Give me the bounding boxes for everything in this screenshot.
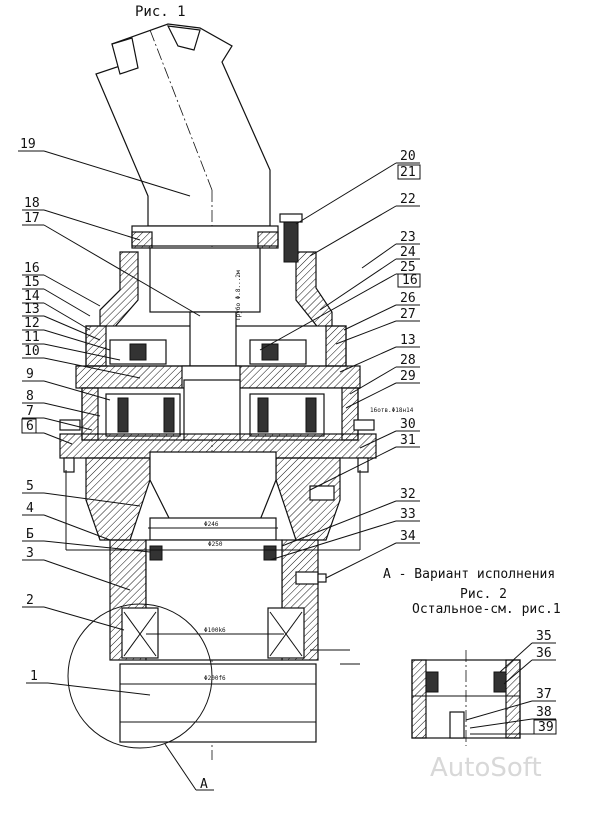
callout-11: 11 [24,330,40,345]
dimension-lines: Трубо Φ.8...2м Φ246 Φ250 Φ100k6 Φ200f6 1… [65,270,414,682]
shaft-dim: Трубо Φ.8...2м [235,270,242,321]
detail-circle [67,603,213,749]
dim-250: Φ250 [208,541,223,548]
callout-20: 20 [400,149,416,164]
detail-letter: А [200,777,208,792]
callout-14: 14 [24,289,40,304]
output-housing [109,539,327,661]
lower-housing [85,451,341,541]
callout-28: 28 [400,353,416,368]
callout-13r: 13 [400,333,416,348]
callout-35: 35 [536,629,552,644]
callouts-left: 19 18 17 16 15 14 13 12 11 10 9 8 7 6 5 … [18,137,201,696]
callout-4: 4 [26,501,34,516]
callout-25: 25 [400,260,416,275]
callout-5: 5 [26,479,34,494]
callouts-detail: 35 36 37 38 39 [465,629,557,735]
callout-31: 31 [400,433,416,448]
figure-title: Рис. 1 [135,4,186,20]
callout-32: 32 [400,487,416,502]
callout-18: 18 [24,196,40,211]
dim-100: Φ100k6 [204,627,226,634]
callout-6: 6 [26,419,34,434]
dim-246: Φ246 [204,521,219,528]
callout-23: 23 [400,230,416,245]
callout-8: 8 [26,389,34,404]
callout-34: 34 [400,529,416,544]
callout-36: 36 [536,646,552,661]
callout-19: 19 [20,137,36,152]
callout-24: 24 [400,245,416,260]
detail-figure [411,650,521,746]
callout-13: 13 [24,302,40,317]
callout-2: 2 [26,593,34,608]
motor-housing [95,23,271,760]
callout-9: 9 [26,367,34,382]
callout-27: 27 [400,307,416,322]
callout-37: 37 [536,687,552,702]
callout-39: 39 [538,720,554,735]
callout-B: Б [26,527,34,542]
callout-15: 15 [24,275,40,290]
callout-10: 10 [24,344,40,359]
callout-12: 12 [24,316,40,331]
gear-stage-upper [75,311,361,389]
callout-29: 29 [400,369,416,384]
callout-7: 7 [26,404,34,419]
callout-26: 26 [400,291,416,306]
callout-17: 17 [24,211,40,226]
callout-30: 30 [400,417,416,432]
gear-stage-middle [81,379,359,441]
dim-200: Φ200f6 [204,675,226,682]
callouts-right: 20 21 22 23 24 25 16 26 27 13 28 29 30 3… [259,149,421,579]
callout-3: 3 [26,546,34,561]
output-pinion [119,663,317,743]
callout-16r: 16 [402,273,418,288]
dim-holes: 16отв.Φ18н14 [370,407,414,414]
callout-33: 33 [400,507,416,522]
callout-21: 21 [400,165,416,180]
variant-caption-1: А - Вариант исполнения [383,567,555,582]
variant-caption-2: Рис. 2 [460,587,507,602]
variant-caption-3: Остальное-см. рис.1 [412,602,561,617]
watermark: AutoSoft [430,753,542,783]
callout-1: 1 [30,669,38,684]
callout-22: 22 [400,192,416,207]
callout-38: 38 [536,705,552,720]
callout-16: 16 [24,261,40,276]
